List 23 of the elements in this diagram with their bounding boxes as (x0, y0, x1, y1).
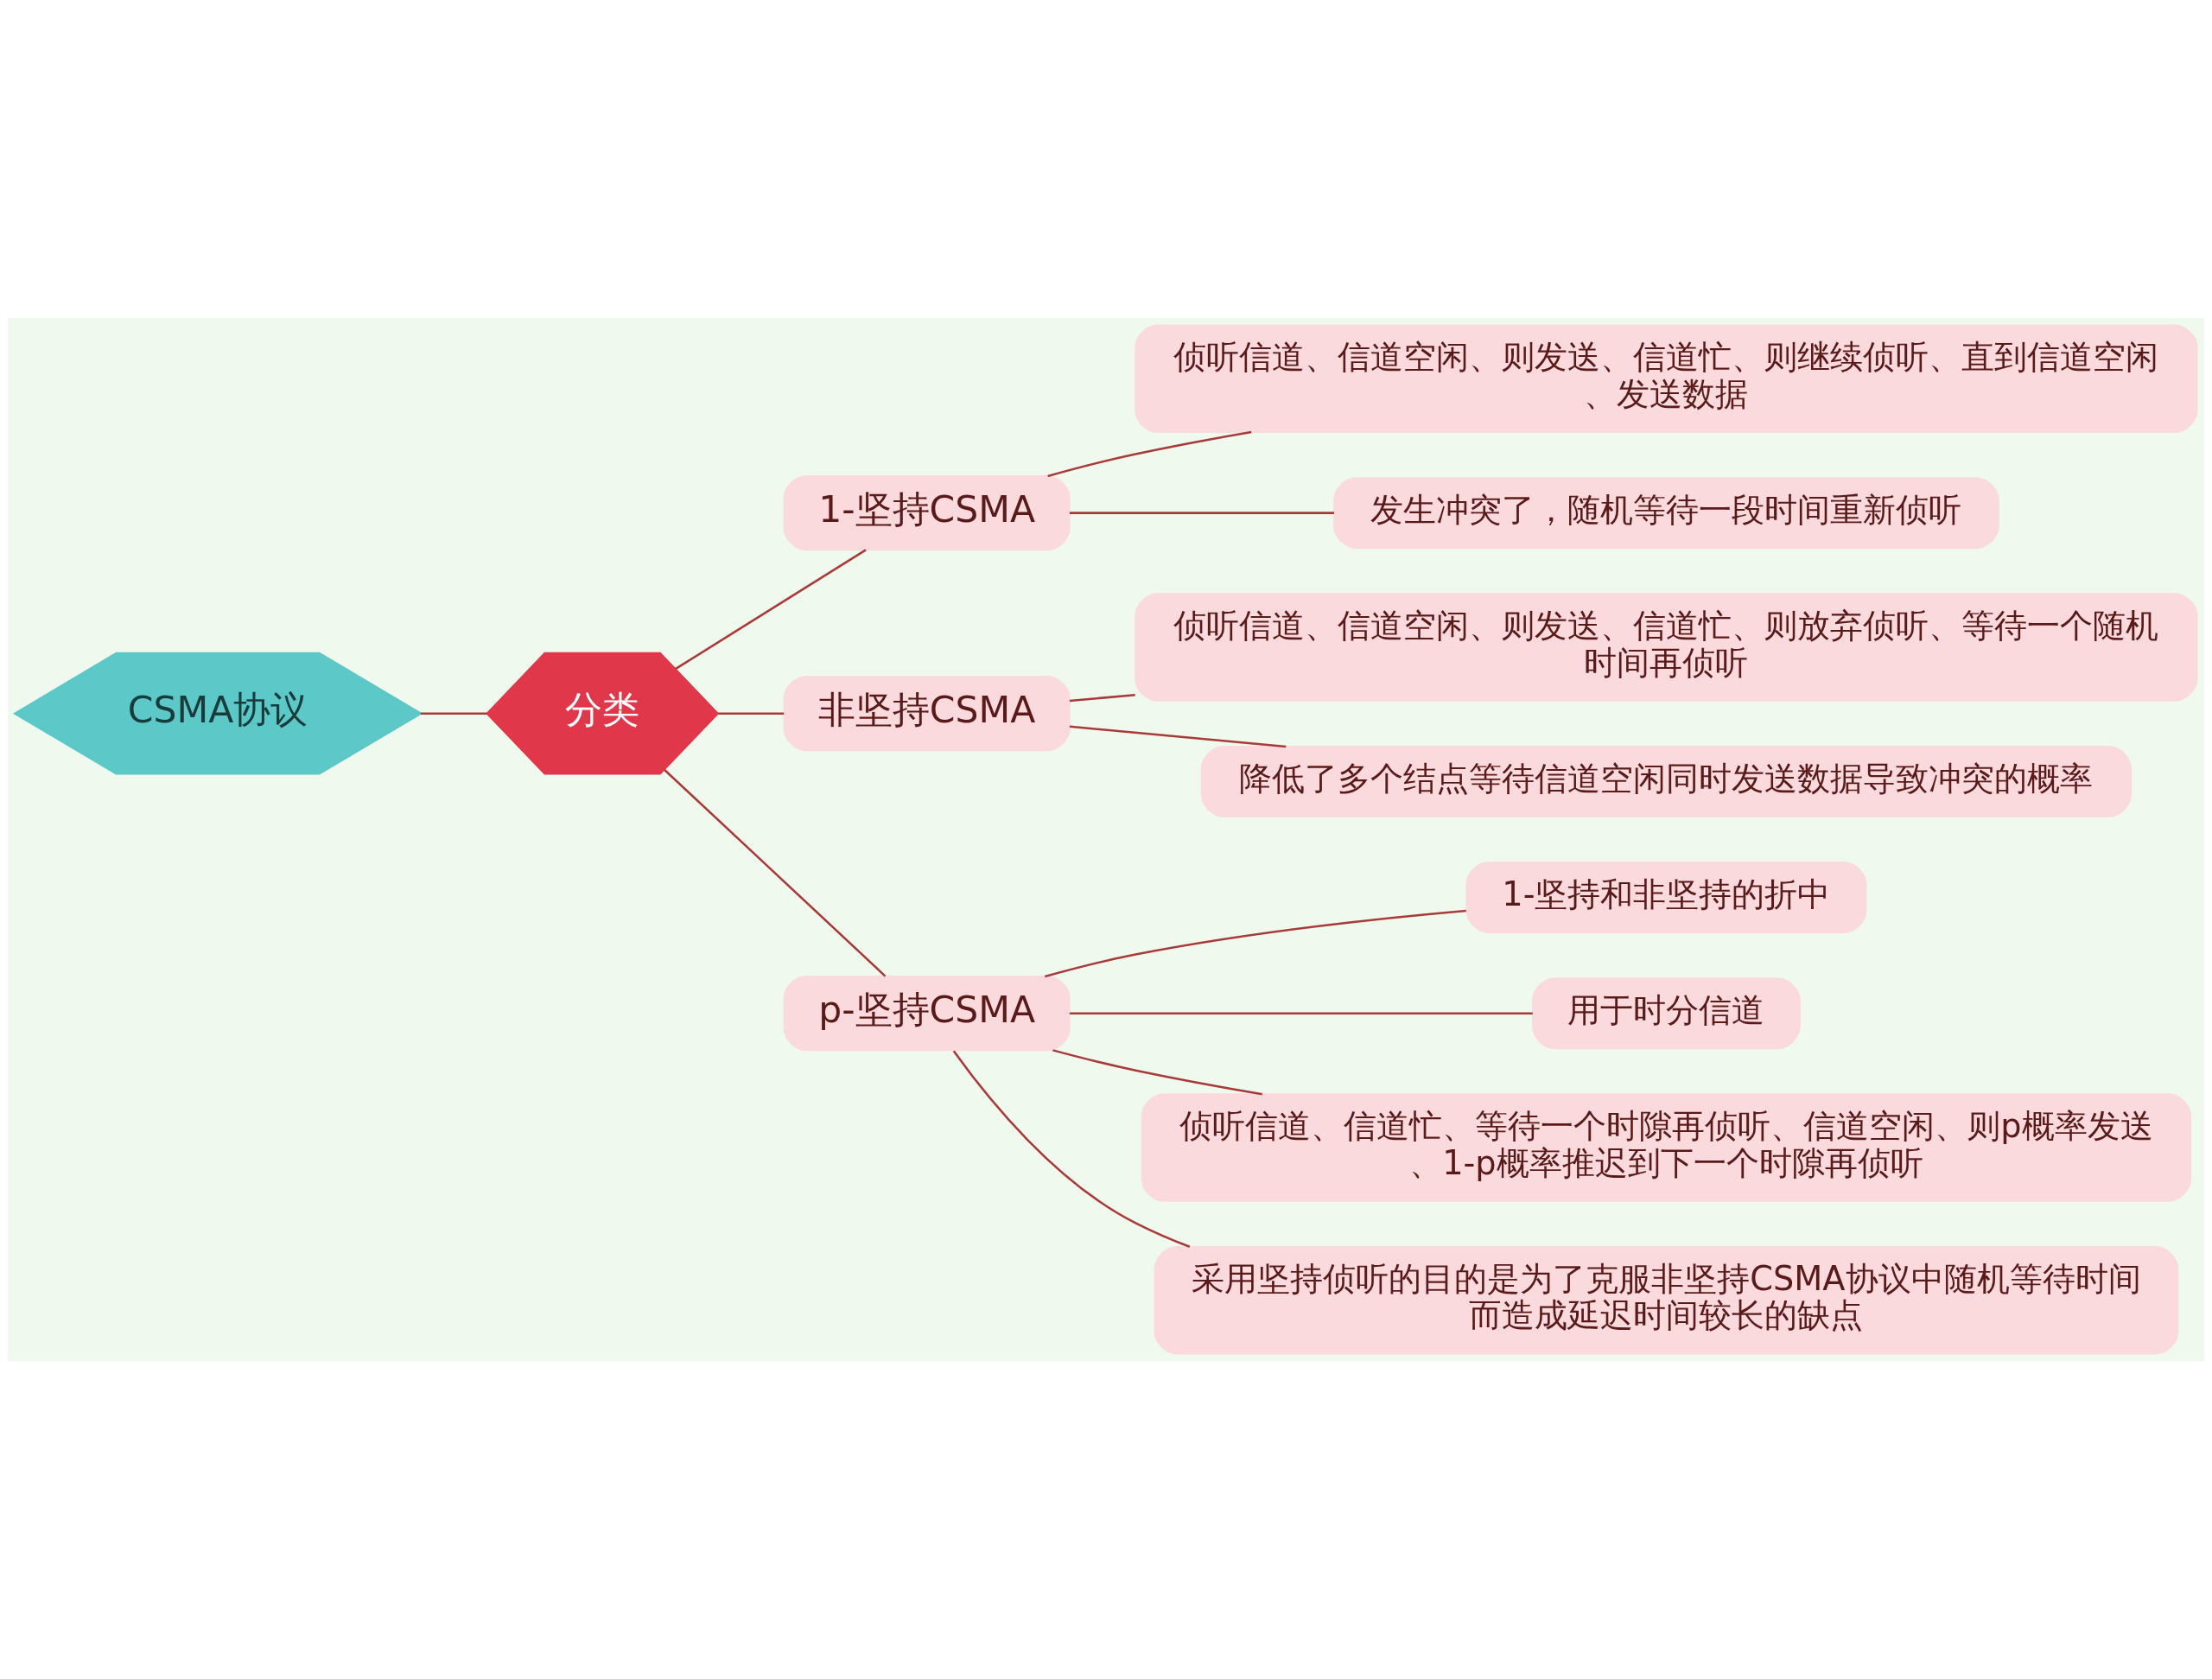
node-box: 1-坚持和非坚持的折中 (1465, 862, 1867, 934)
node-box: 侦听信道、信道空闲、则发送、信道忙、则继续侦听、直到信道空闲、发送数据 (1135, 324, 2198, 434)
node-box: 侦听信道、信道空闲、则发送、信道忙、则放弃侦听、等待一个随机时间再侦听 (1135, 593, 2198, 702)
connector (420, 712, 487, 715)
connector (1045, 909, 1466, 978)
node-box: 非坚持CSMA (783, 676, 1071, 752)
connector (718, 712, 785, 715)
node-box: 采用坚持侦听的目的是为了克服非坚持CSMA协议中随机等待时间而造成延迟时间较长的缺点 (1154, 1245, 2179, 1355)
connector (675, 549, 867, 671)
connector (1069, 512, 1334, 514)
connector (1069, 693, 1135, 703)
connector (1047, 430, 1252, 478)
connector (1052, 1049, 1262, 1096)
connector (1069, 725, 1287, 748)
node-box: 发生冲突了，随机等待一段时间重新侦听 (1333, 477, 1999, 550)
connector (1069, 1012, 1533, 1014)
connector (952, 1050, 1191, 1248)
connector (664, 769, 887, 977)
node-box: 降低了多个结点等待信道空闲同时发送数据导致冲突的概率 (1200, 745, 2132, 817)
node-box: 1-坚持CSMA (783, 475, 1071, 551)
node-box: p-坚持CSMA (783, 976, 1071, 1052)
node-box: 用于时分信道 (1532, 977, 1801, 1050)
node-box: 侦听信道、信道忙、等待一个时隙再侦听、信道空闲、则p概率发送、1-p概率推迟到下一个时隙再侦听 (1141, 1093, 2192, 1202)
